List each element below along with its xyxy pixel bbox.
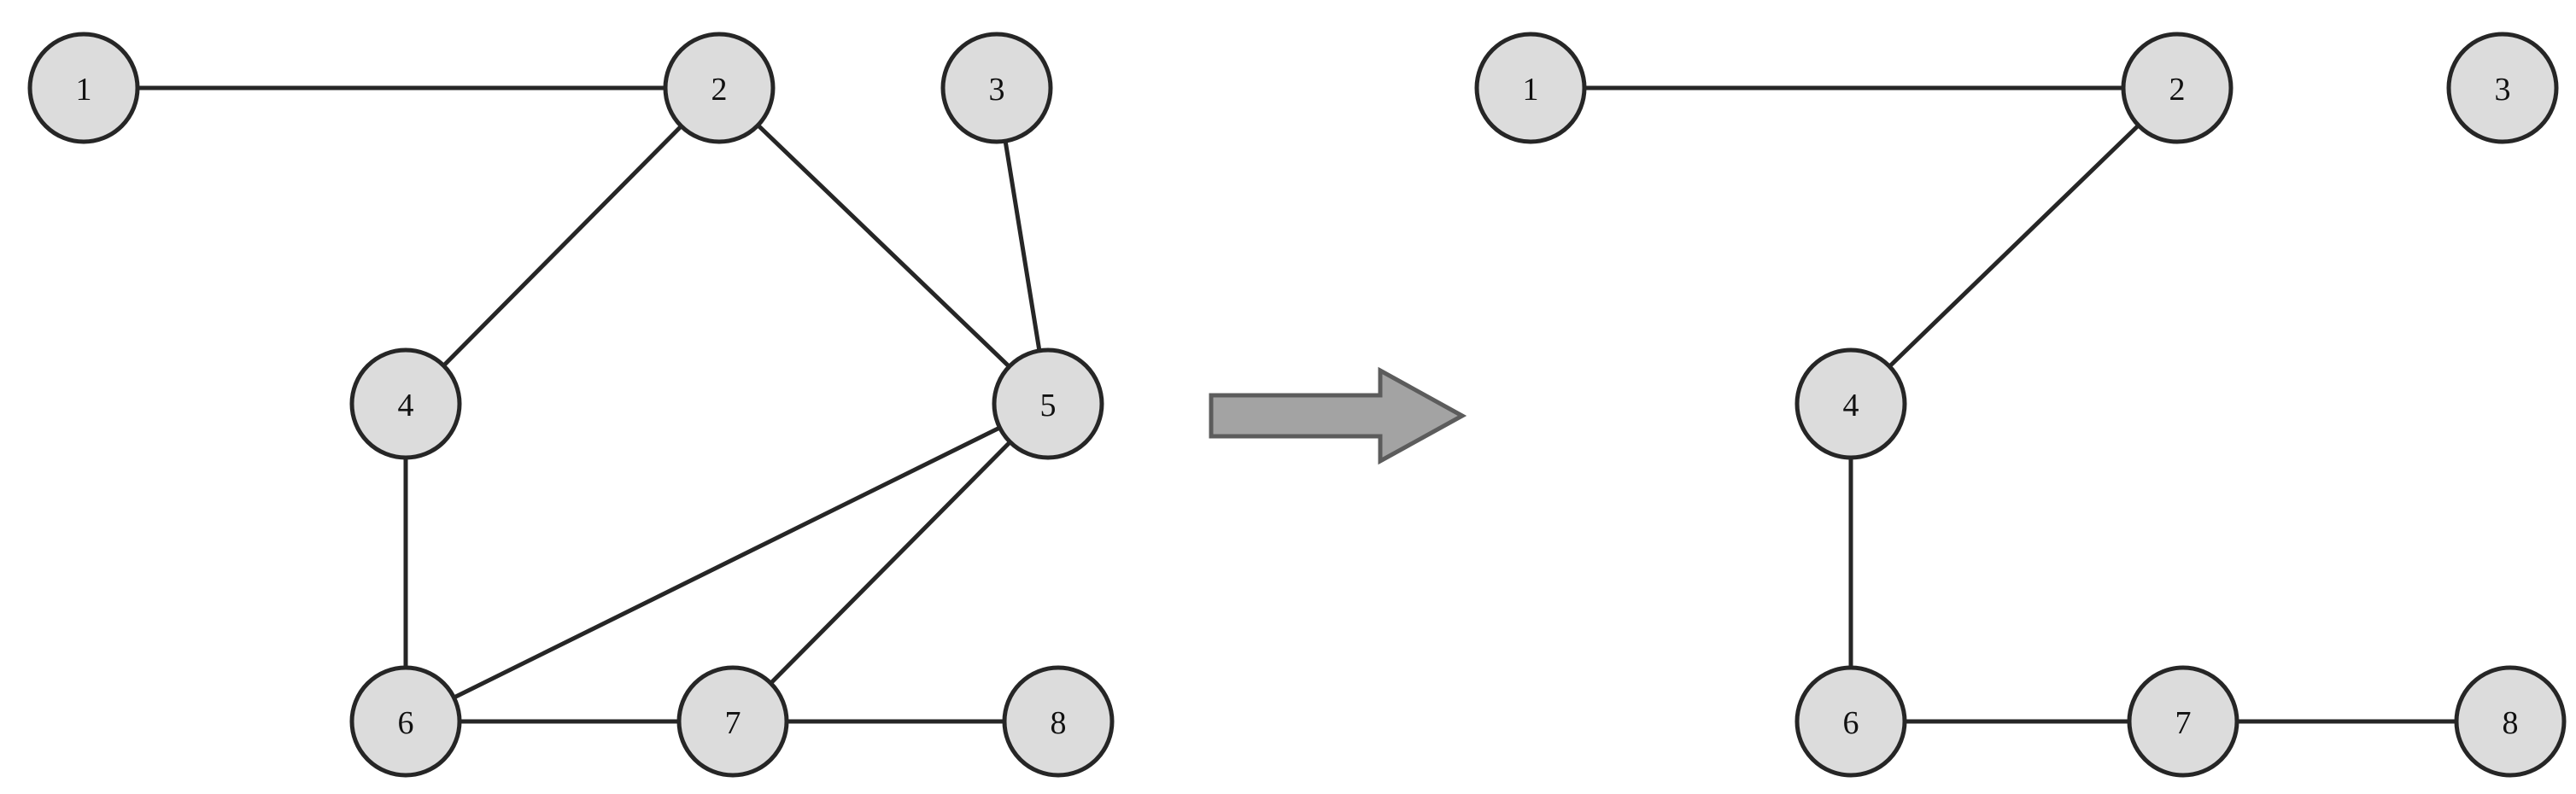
input-edge-2-4 — [441, 124, 684, 368]
output-node-2[interactable]: 2 — [2121, 32, 2234, 144]
input-node-circle-2 — [663, 32, 776, 144]
input-node-2[interactable]: 2 — [663, 32, 776, 144]
output-graph-edges — [1584, 85, 2457, 724]
input-node-label-5: 5 — [1040, 388, 1057, 423]
output-graph-nodes: 1 2 3 4 6 7 8 — [1474, 32, 2567, 778]
input-node-label-1: 1 — [76, 72, 92, 108]
output-node-circle-3 — [2446, 32, 2559, 144]
input-node-circle-5 — [992, 347, 1104, 460]
input-node-4[interactable]: 4 — [349, 347, 462, 460]
input-node-circle-4 — [349, 347, 462, 460]
output-node-circle-2 — [2121, 32, 2234, 144]
input-node-8[interactable]: 8 — [1002, 665, 1115, 778]
input-node-label-8: 8 — [1051, 705, 1067, 741]
output-node-label-4: 4 — [1843, 388, 1859, 423]
input-node-circle-3 — [940, 32, 1053, 144]
output-node-label-3: 3 — [2495, 72, 2511, 108]
input-edge-5-7 — [768, 440, 1013, 686]
output-node-label-6: 6 — [1843, 705, 1859, 741]
transform-arrow — [1209, 366, 1467, 465]
input-node-label-4: 4 — [398, 388, 414, 423]
input-graph-nodes: 1 2 3 4 5 6 7 8 — [27, 32, 1115, 778]
output-node-label-8: 8 — [2503, 705, 2519, 741]
input-node-circle-7 — [676, 665, 789, 778]
output-node-4[interactable]: 4 — [1794, 347, 1907, 460]
output-node-6[interactable]: 6 — [1794, 665, 1907, 778]
input-node-6[interactable]: 6 — [349, 665, 462, 778]
output-node-circle-6 — [1794, 665, 1907, 778]
output-node-label-7: 7 — [2175, 705, 2192, 741]
output-edge-2-4 — [1887, 123, 2141, 369]
output-node-circle-8 — [2454, 665, 2567, 778]
input-node-3[interactable]: 3 — [940, 32, 1053, 144]
input-edge-2-5 — [755, 123, 1012, 369]
output-node-8[interactable]: 8 — [2454, 665, 2567, 778]
input-node-circle-1 — [27, 32, 140, 144]
input-edge-5-6 — [452, 425, 1002, 700]
input-node-circle-6 — [349, 665, 462, 778]
input-node-label-3: 3 — [989, 72, 1005, 108]
input-node-circle-8 — [1002, 665, 1115, 778]
output-node-3[interactable]: 3 — [2446, 32, 2559, 144]
input-node-label-6: 6 — [398, 705, 414, 741]
input-graph-edges — [137, 85, 1042, 724]
input-node-label-7: 7 — [725, 705, 741, 741]
output-node-7[interactable]: 7 — [2127, 665, 2239, 778]
input-node-label-2: 2 — [711, 72, 728, 108]
right-arrow-icon — [1209, 366, 1467, 465]
input-node-7[interactable]: 7 — [676, 665, 789, 778]
input-node-5[interactable]: 5 — [992, 347, 1104, 460]
output-node-1[interactable]: 1 — [1474, 32, 1587, 144]
output-node-label-2: 2 — [2169, 72, 2186, 108]
output-node-circle-7 — [2127, 665, 2239, 778]
input-edge-3-5 — [1003, 139, 1042, 353]
input-node-1[interactable]: 1 — [27, 32, 140, 144]
output-node-circle-4 — [1794, 347, 1907, 460]
output-node-circle-1 — [1474, 32, 1587, 144]
output-node-label-1: 1 — [1523, 72, 1539, 108]
